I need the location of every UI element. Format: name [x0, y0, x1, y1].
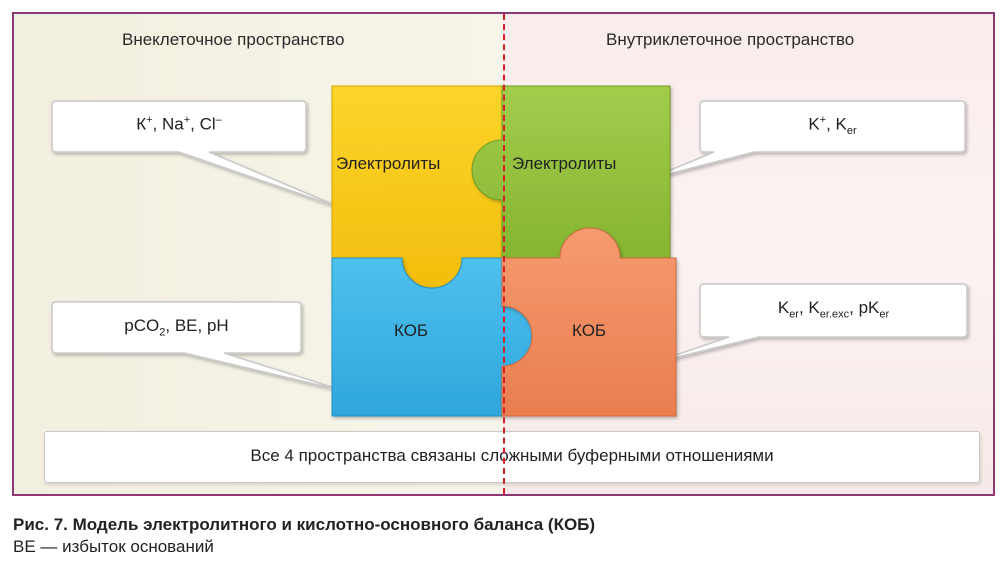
figure-caption: Рис. 7. Модель электролитного и кислотно… [13, 514, 595, 558]
caption-note: ВЕ — избыток оснований [13, 537, 214, 556]
summary-box: Все 4 пространства связаны сложными буфе… [44, 431, 980, 483]
intracellular-title: Внутриклеточное пространство [606, 30, 855, 49]
label-kob-extracellular: КОБ [394, 321, 429, 340]
callout-text-bottom-left: pCO2, BE, pH [124, 316, 229, 339]
puzzle-diagram [51, 85, 968, 417]
caption-title: Рис. 7. Модель электролитного и кислотно… [13, 515, 596, 534]
label-kob-intracellular: КОБ [572, 321, 607, 340]
label-electrolytes-intracellular: Электролиты [512, 154, 617, 173]
summary-text: Все 4 пространства связаны сложными буфе… [250, 446, 774, 465]
extracellular-title: Внеклеточное пространство [122, 30, 345, 49]
piece-kob-intracellular [501, 227, 677, 417]
callout-text-bottom-right: Ker, Ker.exc, pKer [777, 298, 890, 321]
boundary-line [503, 14, 505, 494]
callout-top-right [648, 100, 966, 180]
label-electrolytes-extracellular: Электролиты [336, 154, 441, 173]
callout-bottom-right [648, 283, 968, 365]
callout-bottom-left [51, 301, 345, 392]
callout-top-left [51, 100, 345, 210]
figure-frame: Внеклеточное пространство Внутриклеточно… [12, 12, 995, 496]
callout-text-top-right: K+, Ker [808, 114, 857, 138]
callout-text-top-left: К+, Na+, Cl– [136, 114, 222, 134]
